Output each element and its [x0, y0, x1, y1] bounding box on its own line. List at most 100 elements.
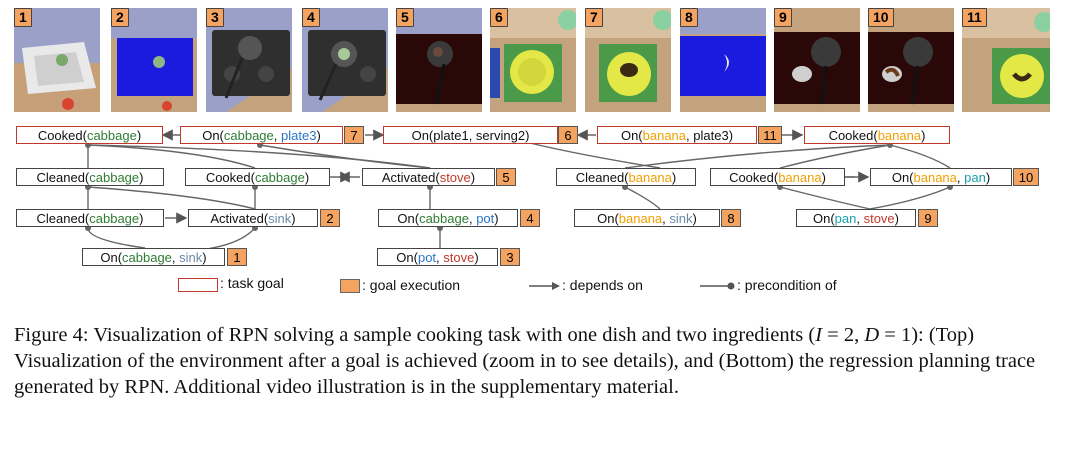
goal-node: On(plate1, serving2) — [383, 126, 558, 144]
plan-node: On(pot, stove) — [377, 248, 498, 266]
frame-number: 4 — [302, 8, 320, 27]
execution-step: 2 — [320, 209, 340, 227]
arg-separator: , — [856, 211, 864, 226]
frame-number: 9 — [774, 8, 792, 27]
object-arg: serving2 — [475, 128, 526, 143]
object-arg: banana — [628, 170, 672, 185]
execution-step: 10 — [1013, 168, 1039, 186]
frame-thumbnail: 5 — [396, 8, 482, 112]
plan-node: Cleaned(banana) — [556, 168, 696, 186]
frame-number: 3 — [206, 8, 224, 27]
execution-step: 1 — [227, 248, 247, 266]
object-arg: pan — [834, 211, 857, 226]
sink-scene-illustration — [14, 8, 100, 112]
frame-thumbnail: 8 — [680, 8, 766, 112]
frame-thumbnail: 10 — [868, 8, 954, 112]
predicate: On( — [396, 250, 418, 265]
predicate-close: ) — [728, 128, 734, 143]
object-arg: plate1 — [433, 128, 469, 143]
stove-scene-illustration — [396, 8, 482, 112]
object-arg: sink — [179, 250, 203, 265]
predicate-close: ) — [470, 170, 476, 185]
predicate: Cleaned( — [575, 170, 629, 185]
object-arg: banana — [913, 170, 957, 185]
predicate: Activated( — [210, 211, 269, 226]
plan-node: On(banana, sink) — [574, 209, 720, 227]
stove-scene-illustration — [868, 8, 954, 112]
object-arg: sink — [669, 211, 693, 226]
depends-on-arrow-icon — [529, 282, 560, 290]
object-arg: banana — [877, 128, 922, 143]
predicate: On( — [397, 211, 420, 226]
predicate: Cooked( — [205, 170, 255, 185]
arg-separator: , — [273, 128, 282, 143]
predicate: On( — [100, 250, 123, 265]
caption-text: = 1): (Top) Visualization of the environ… — [14, 324, 1036, 398]
execution-step: 9 — [918, 209, 938, 227]
predicate: Cooked( — [37, 128, 87, 143]
object-arg: banana — [618, 211, 663, 226]
object-arg: stove — [443, 250, 475, 265]
predicate-close: ) — [921, 128, 926, 143]
object-arg: cabbage — [122, 250, 172, 265]
arg-separator: , — [436, 250, 444, 265]
object-arg: cabbage — [223, 128, 274, 143]
arg-separator: , — [171, 250, 180, 265]
serving-scene-illustration — [962, 8, 1050, 112]
predicate-close: ) — [671, 170, 677, 185]
object-arg: banana — [778, 170, 822, 185]
predicate: On( — [812, 211, 835, 226]
caption-text: = 2, — [822, 324, 865, 346]
arg-separator: , — [468, 211, 477, 226]
predicate: On( — [411, 128, 434, 143]
goal-node: On(cabbage, plate3) — [180, 126, 343, 144]
predicate: On( — [620, 128, 643, 143]
goal-node: Cooked(cabbage) — [16, 126, 163, 144]
plan-node: Cleaned(cabbage) — [16, 168, 164, 186]
predicate: Activated( — [381, 170, 440, 185]
frame-number: 5 — [396, 8, 414, 27]
goal-node: On(banana, plate3) — [597, 126, 757, 144]
goal-execution-swatch — [340, 279, 360, 293]
frame-number: 6 — [490, 8, 508, 27]
predicate-close: ) — [985, 170, 991, 185]
plan-node: Cleaned(cabbage) — [16, 209, 164, 227]
execution-step: 8 — [721, 209, 741, 227]
object-arg: cabbage — [419, 211, 469, 226]
caption-var-i: I — [815, 324, 823, 346]
arg-separator: , — [956, 170, 965, 185]
predicate-close: ) — [474, 250, 479, 265]
frame-number: 2 — [111, 8, 129, 27]
object-arg: plate3 — [693, 128, 729, 143]
figure-caption: Figure 4: Visualization of RPN solving a… — [14, 322, 1050, 400]
frame-number: 7 — [585, 8, 603, 27]
predicate-close: ) — [692, 211, 697, 226]
frame-thumbnail: 2 — [111, 8, 197, 112]
predicate-close: ) — [139, 170, 144, 185]
predicate-close: ) — [525, 128, 530, 143]
predicate-close: ) — [316, 128, 321, 143]
precondition-of-icon — [700, 282, 735, 290]
predicate: On( — [891, 170, 914, 185]
arg-separator: , — [662, 211, 670, 226]
predicate: On( — [202, 128, 224, 143]
object-arg: cabbage — [89, 211, 140, 226]
predicate: On( — [597, 211, 619, 226]
frame-thumbnail: 6 — [490, 8, 576, 112]
predicate-close: ) — [821, 170, 826, 185]
plan-node: On(pan, stove) — [796, 209, 916, 227]
object-arg: banana — [642, 128, 687, 143]
predicate-close: ) — [304, 170, 310, 185]
object-arg: pot — [476, 211, 495, 226]
caption-var-d: D — [864, 324, 880, 346]
frame-number: 8 — [680, 8, 698, 27]
plan-node: Cooked(cabbage) — [185, 168, 330, 186]
predicate-close: ) — [136, 128, 142, 143]
frame-thumbnail: 3 — [206, 8, 292, 112]
plan-node: On(cabbage, sink) — [82, 248, 225, 266]
execution-step: 4 — [520, 209, 540, 227]
predicate-close: ) — [894, 211, 900, 226]
predicate-close: ) — [291, 211, 296, 226]
stove-scene-illustration — [302, 8, 388, 112]
legend-task-goal: : task goal — [220, 275, 284, 291]
